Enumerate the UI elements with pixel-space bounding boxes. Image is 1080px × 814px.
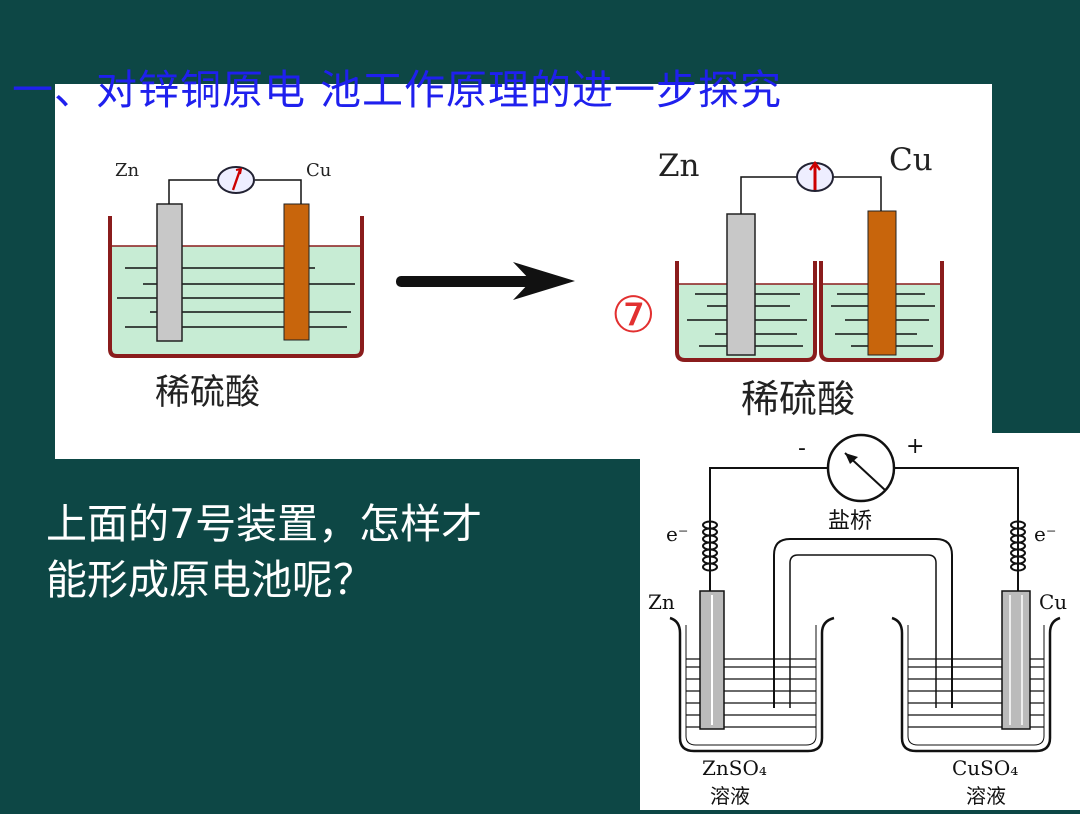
left-solution-suffix: 溶液 [710, 784, 750, 808]
cuso4-label: CuSO₄ [952, 756, 1018, 780]
left-beaker [669, 616, 835, 753]
plus-label: + [906, 434, 924, 459]
right-zinc-electrode [726, 213, 756, 356]
slide-title: 一、对锌铜原电 池工作原理的进一步探究 [12, 66, 783, 114]
right-wire [894, 467, 1019, 519]
electron-left-label: e⁻ [666, 522, 688, 546]
left-galvanometer-icon [217, 166, 255, 194]
left-zn-label: Zn [115, 160, 140, 181]
salt-bridge-diagram: - + e⁻ e⁻ 盐桥 [648, 433, 1067, 808]
galvanometer-icon [826, 433, 896, 503]
cell-comparison-diagram: Zn Cu 稀硫酸 [108, 142, 944, 421]
right-solution-suffix: 溶液 [966, 784, 1006, 808]
diagram-panel: Zn Cu 稀硫酸 [55, 84, 992, 459]
question-line-1: 上面的7号装置，怎样才 [46, 500, 483, 548]
two-beaker-cell: Zn Cu ⑦ 稀硫酸 [611, 142, 944, 421]
right-galvanometer-icon [796, 160, 834, 192]
left-wire-cu [255, 179, 302, 204]
copper-electrode [1001, 590, 1031, 730]
left-wire-zn [168, 179, 218, 204]
zn-beaker [675, 261, 817, 362]
salt-bridge-inner [789, 554, 937, 708]
znso4-label: ZnSO₄ [702, 756, 767, 780]
single-beaker-cell: Zn Cu 稀硫酸 [108, 160, 364, 413]
right-solution-label: 稀硫酸 [741, 377, 855, 421]
right-copper-electrode [867, 210, 897, 356]
left-wire [709, 467, 828, 519]
salt-bridge-panel: - + e⁻ e⁻ 盐桥 [640, 433, 1080, 810]
left-copper-electrode [283, 203, 310, 341]
salt-bridge-outer [773, 538, 953, 708]
right-wire-cu [833, 176, 882, 211]
left-coil-icon [702, 519, 718, 593]
electron-right-label: e⁻ [1034, 522, 1056, 546]
right-wire-zn [740, 176, 797, 214]
right-cu-label: Cu [889, 142, 933, 178]
left-beaker [108, 216, 364, 358]
right-zn-label: Zn [658, 148, 700, 184]
minus-label: - [798, 436, 806, 461]
question-text: 上面的7号装置，怎样才 能形成原电池呢？ [46, 496, 626, 608]
question-line-2: 能形成原电池呢？ [46, 556, 374, 604]
zn-label: Zn [648, 590, 675, 614]
cu-beaker [819, 261, 944, 362]
left-cu-label: Cu [306, 160, 331, 181]
right-beaker [891, 616, 1061, 753]
left-solution-label: 稀硫酸 [155, 373, 260, 413]
cu-label: Cu [1039, 590, 1067, 614]
salt-bridge-label: 盐桥 [828, 509, 872, 534]
left-zinc-electrode [156, 203, 183, 342]
left-electrolyte [110, 246, 362, 356]
right-arrow-icon [396, 262, 575, 300]
device-number-label: ⑦ [611, 286, 656, 344]
right-coil-icon [1010, 519, 1026, 593]
